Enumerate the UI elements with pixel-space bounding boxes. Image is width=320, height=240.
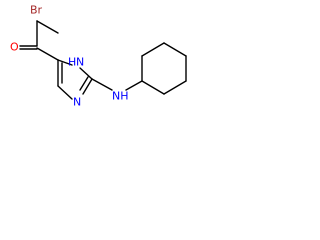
bond-cyclohexane-3 — [163, 42, 187, 57]
chemical-structure: Br O H N N NH — [10, 4, 187, 109]
bonds — [19, 20, 187, 100]
bond-amine-cyclohexyl — [125, 80, 143, 91]
bond-ch2-br — [36, 20, 59, 34]
bond-cyclohexane-2 — [141, 42, 165, 57]
bond-ring-n3-c2 — [82, 78, 93, 95]
atom-imidazole-nh-hydrogen: H — [68, 56, 76, 69]
bond-ring-n1-c4 — [57, 59, 73, 66]
bond-cyclohexane-5 — [163, 80, 187, 95]
bond-c2-amine — [91, 78, 113, 91]
atom-imidazole-nitrogen: N — [73, 96, 81, 109]
bond-ring-c2-n1 — [79, 67, 93, 80]
bond-carbonyl-ring — [36, 47, 59, 61]
bond-ring-c5-n3 — [57, 85, 73, 100]
atom-imidazole-nh-nitrogen: N — [76, 56, 84, 69]
atom-oxygen: O — [10, 41, 19, 54]
bond-ring-n3-c2-double — [79, 76, 89, 91]
atom-bromine: Br — [30, 4, 43, 17]
atom-labels: Br O H N N NH — [10, 4, 129, 109]
bond-cyclohexane-6 — [141, 80, 165, 95]
atom-amine: NH — [112, 90, 129, 103]
